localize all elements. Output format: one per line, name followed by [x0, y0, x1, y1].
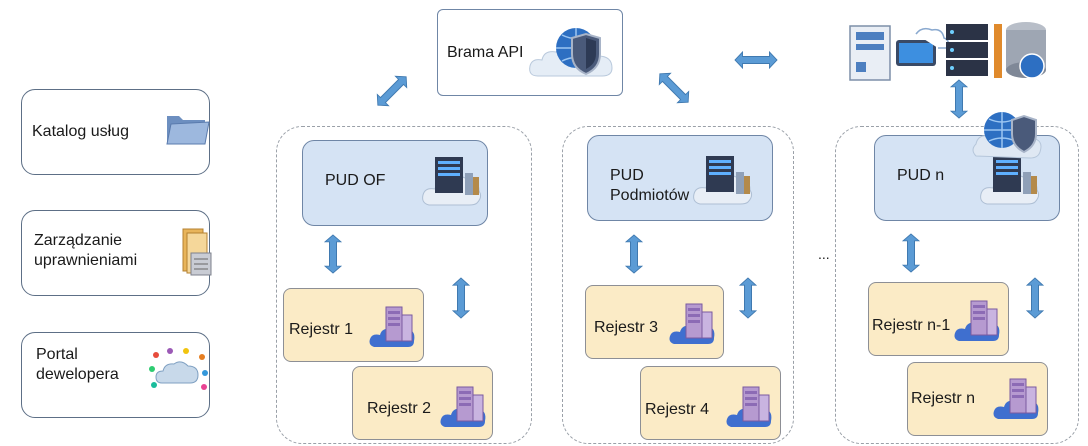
cloud-database-icon [725, 381, 775, 431]
cloud-database-icon [439, 381, 489, 431]
pud-of-box[interactable]: PUD OF [302, 140, 488, 226]
ellipsis-label: ... [818, 246, 830, 262]
service-catalog-label: Katalog usług [32, 123, 129, 140]
gateway-to-pud-of-arrow [371, 70, 413, 112]
register-1-label: Rejestr 1 [289, 321, 354, 338]
api-gateway-box[interactable]: Brama API [437, 9, 623, 96]
pud-podmiotow-box[interactable]: PUD Podmiotów [587, 135, 773, 221]
cloud-database-icon [668, 298, 718, 348]
register-3-box[interactable]: Rejestr 3 [585, 285, 724, 359]
gateway-to-pud-podmiotow-arrow [653, 67, 695, 109]
register-2-box[interactable]: Rejestr 2 [352, 366, 493, 440]
cloud-database-icon [992, 373, 1042, 423]
cloud-server-icon [692, 150, 754, 210]
register-n-minus-1-box[interactable]: Rejestr n-1 [868, 282, 1009, 356]
cloud-server-icon [421, 151, 483, 211]
developer-portal-card[interactable]: Portal dewelopera [21, 332, 210, 418]
permissions-label: Zarządzanie uprawnieniami [34, 232, 138, 269]
pud-podmiotow-label: PUD Podmiotów [610, 167, 690, 204]
register-4-box[interactable]: Rejestr 4 [640, 366, 781, 440]
api-gateway-label: Brama API [447, 44, 524, 61]
register-n-minus-1-label: Rejestr n-1 [872, 317, 951, 334]
document-stack-icon [182, 228, 212, 276]
register-1-box[interactable]: Rejestr 1 [283, 288, 424, 362]
developer-portal-label: Portal dewelopera [36, 346, 119, 383]
register-n-box[interactable]: Rejestr n [907, 362, 1048, 436]
group-n [835, 126, 1079, 444]
globe-shield-icon [972, 112, 1042, 159]
register-2-label: Rejestr 2 [367, 400, 432, 417]
group-podmiotow [562, 126, 794, 444]
cloud-network-icon [149, 348, 208, 390]
group-of [276, 126, 532, 444]
folder-icon [166, 116, 210, 145]
cloud-globe-shield-icon [529, 28, 613, 77]
pud-of-label: PUD OF [325, 172, 386, 189]
pud-n-label: PUD n [897, 167, 945, 184]
register-4-label: Rejestr 4 [645, 401, 710, 418]
cloud-database-icon [953, 295, 1003, 345]
cloud-database-icon [368, 301, 418, 351]
gateway-to-external-arrow [734, 51, 778, 69]
external-to-pud-n-arrow [950, 79, 968, 119]
service-catalog-card[interactable]: Katalog usług [21, 89, 210, 175]
register-n-label: Rejestr n [911, 390, 976, 407]
register-3-label: Rejestr 3 [594, 319, 659, 336]
server-tablet-database-icon [849, 22, 1046, 81]
permissions-card[interactable]: Zarządzanie uprawnieniami [21, 210, 212, 296]
